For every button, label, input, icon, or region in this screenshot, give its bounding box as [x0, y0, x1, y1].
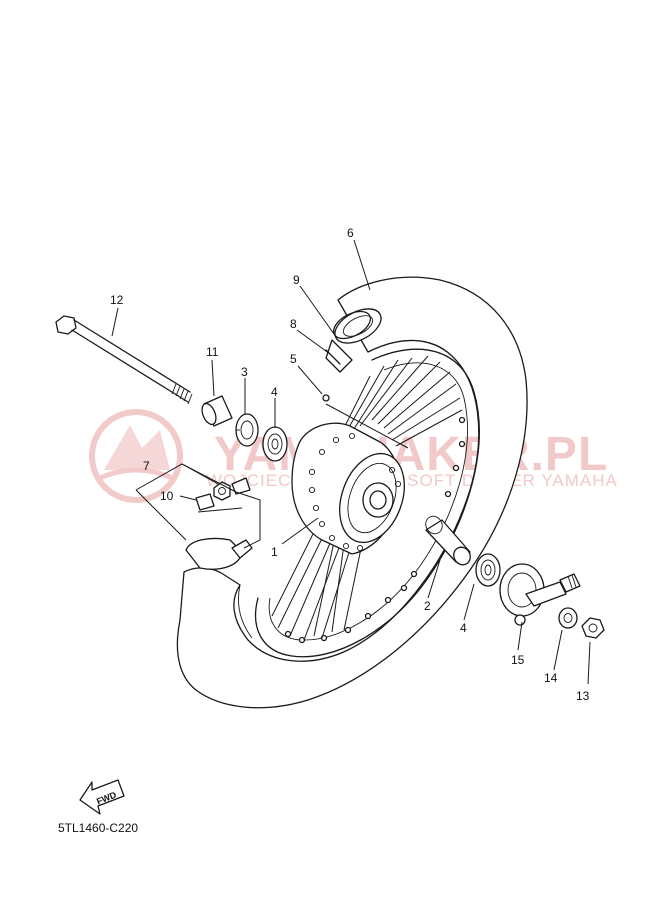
callout-2: 2	[424, 599, 431, 613]
rim-nipples	[284, 416, 466, 644]
meter-gear-unit	[499, 563, 581, 626]
callout-3: 3	[241, 365, 248, 379]
callout-12: 12	[110, 293, 124, 307]
bearing-4-left	[262, 426, 288, 462]
valve-cap	[195, 493, 215, 511]
bearing-3	[235, 413, 259, 447]
callout-14: 14	[544, 671, 558, 685]
valve-core	[231, 477, 251, 495]
callout-4-right: 4	[460, 621, 467, 635]
callout-10: 10	[160, 489, 174, 503]
forward-arrow: FWD	[79, 779, 125, 815]
watermark-sub-text: WOJCIECHOWSKI JARSOFT DEALER YAMAHA	[206, 471, 618, 490]
callout-6: 6	[347, 226, 354, 240]
bearing-4-right	[475, 553, 501, 587]
hub-flange-holes	[308, 432, 402, 552]
callout-1: 1	[271, 545, 278, 559]
watermark-logo	[89, 409, 183, 503]
callout-4-left: 4	[271, 385, 278, 399]
callout-8: 8	[290, 317, 297, 331]
valve-assembly-on-tube	[185, 537, 253, 570]
axle-thread	[171, 383, 193, 405]
diagram-code: 5TL1460-C220	[58, 821, 138, 835]
callout-labels: 12 11 3 4 5 8 9 6 7 10 1 2 4 15 14 13	[110, 226, 590, 703]
spacer	[425, 515, 471, 566]
collar	[201, 395, 233, 427]
wheel-hub	[291, 422, 405, 555]
front-axle	[55, 315, 193, 405]
callout-13: 13	[576, 689, 590, 703]
callout-11: 11	[206, 345, 219, 359]
callout-9: 9	[293, 273, 300, 287]
callout-5: 5	[290, 352, 297, 366]
rim	[254, 348, 480, 658]
callout-7: 7	[143, 459, 150, 473]
axle-nut	[581, 617, 605, 639]
leader-lines	[111, 239, 591, 685]
washer	[558, 607, 578, 629]
callout-15: 15	[511, 653, 525, 667]
